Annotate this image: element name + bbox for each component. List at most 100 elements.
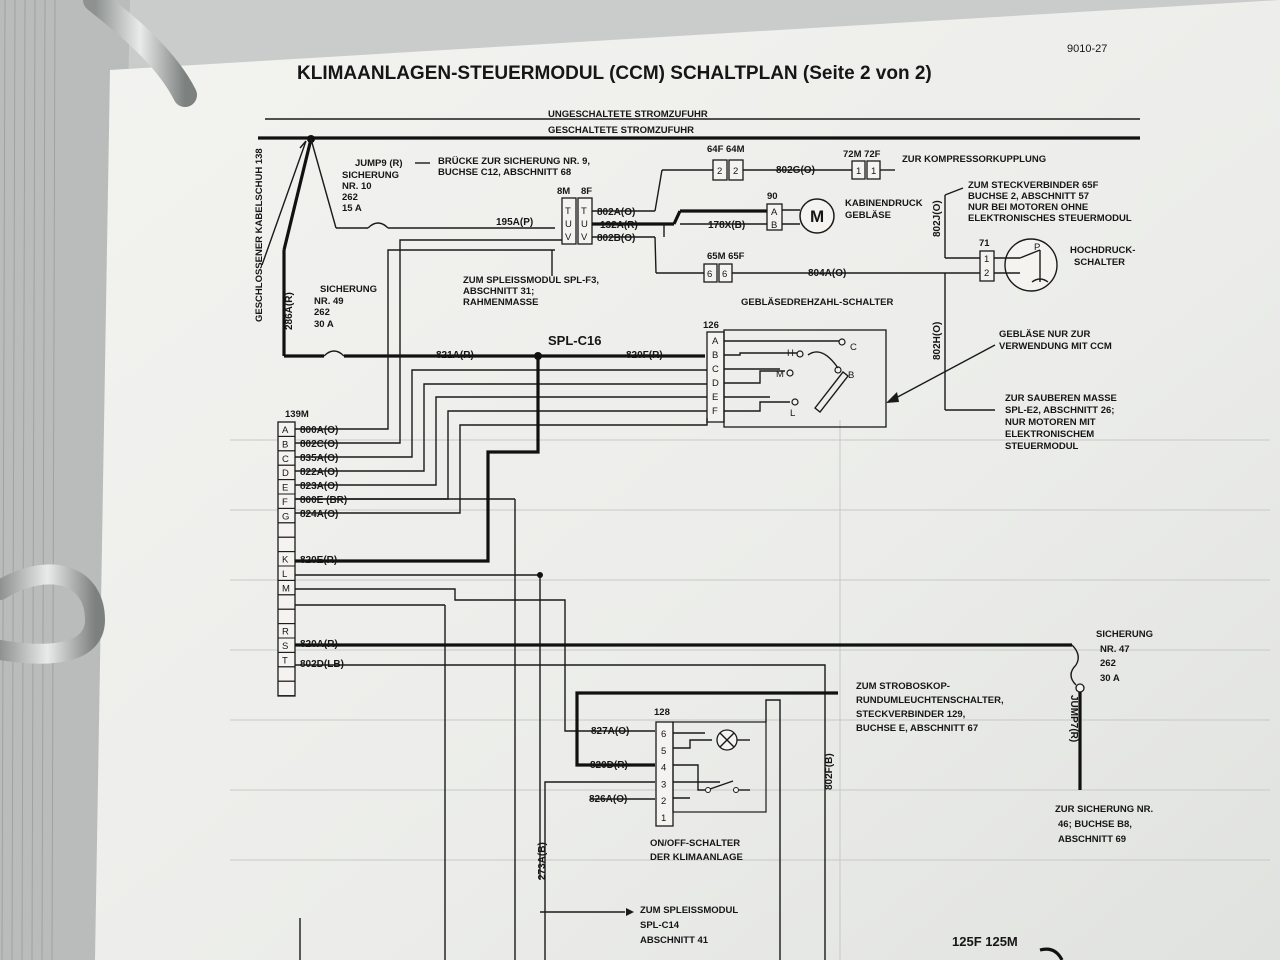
fuse49-line1: SICHERUNG xyxy=(320,284,377,295)
speed-contact-M: M xyxy=(776,369,784,380)
pin-65m: 6 xyxy=(707,269,712,280)
speed-pin-E: E xyxy=(712,392,718,403)
ac-switch-connector: 128 xyxy=(654,707,670,718)
pin-64f: 2 xyxy=(717,166,722,177)
wire-802C: 802C(O) xyxy=(300,439,338,450)
connector-8f-label: 8F xyxy=(581,186,592,197)
ground-note-line2: SPL-E2, ABSCHNITT 26; xyxy=(1005,405,1114,416)
ac-switch-pin: 6 xyxy=(661,729,666,740)
wire-824A: 824A(O) xyxy=(300,509,338,520)
ccm-pin-label: L xyxy=(282,569,287,580)
connector-72-label: 72M 72F xyxy=(843,149,881,160)
ccm-note-line3: NUR BEI MOTOREN OHNE xyxy=(968,202,1088,213)
fuse47-line2: NR. 47 xyxy=(1100,644,1130,655)
ccm-pin-label: T xyxy=(282,655,288,666)
binder-ring-top xyxy=(83,0,197,107)
pin-8m-V: V xyxy=(565,232,572,243)
pin-65f: 6 xyxy=(722,269,727,280)
ccm-connector-label: 139M xyxy=(285,409,309,420)
binder-ring-bottom xyxy=(0,564,106,664)
ccm-pin-label: R xyxy=(282,627,289,638)
ccm-pin-label: S xyxy=(282,641,288,652)
ac-switch-pin: 3 xyxy=(661,779,666,790)
wire-802B: 802B(O) xyxy=(597,233,635,244)
splice-f3-line3: RAHMENMASSE xyxy=(463,297,538,308)
ground-note-line5: STEUERMODUL xyxy=(1005,441,1079,452)
ac-switch-pin: 2 xyxy=(661,796,666,807)
connector-90: 90 A B xyxy=(766,191,783,231)
pin-72m: 1 xyxy=(856,166,861,177)
wire-820F: 820F(R) xyxy=(626,350,663,361)
connector-65: 65M 65F 6 6 xyxy=(703,251,745,283)
ground-note-line1: ZUR SAUBEREN MASSE xyxy=(1005,393,1117,404)
connector-90-label: 90 xyxy=(767,191,778,202)
speed-contact-L: L xyxy=(790,408,795,419)
splice-f3-line1: ZUM SPLEISSMODUL SPL-F3, xyxy=(463,275,599,286)
blower-ccm-note-line1: GEBLÄSE NUR ZUR xyxy=(999,329,1090,340)
blower-speed-switch: 126 A B C D E F H M L C B xyxy=(703,320,887,428)
wire-827A: 827A(O) xyxy=(591,726,629,737)
ac-switch-pin: 5 xyxy=(661,746,666,757)
jump7-note-line3: ABSCHNITT 69 xyxy=(1058,834,1126,845)
pin-90-A: A xyxy=(771,207,778,218)
pressure-switch-pin: P xyxy=(1034,242,1040,253)
fuse10-line5: 15 A xyxy=(342,203,362,214)
speed-switch-connector: 126 xyxy=(703,320,719,331)
wire-802J: 802J(O) xyxy=(932,200,943,237)
speed-pin-D: D xyxy=(712,378,719,389)
pin-8m-T: T xyxy=(565,206,571,217)
wire-273A: 273A(B) xyxy=(537,842,548,880)
strobe-note-line4: BUCHSE E, ABSCHNITT 67 xyxy=(856,723,978,734)
ground-note-line4: ELEKTRONISCHEM xyxy=(1005,429,1094,440)
jump7-note-line2: 46; BUCHSE B8, xyxy=(1058,819,1132,830)
fuse49-line4: 30 A xyxy=(314,319,334,330)
ccm-pin-label: A xyxy=(282,425,289,436)
fuse10-line4: 262 xyxy=(342,192,358,203)
ccm-note-line4: ELEKTRONISCHES STEUERMODUL xyxy=(968,213,1132,224)
wire-802F: 802F(B) xyxy=(824,753,835,790)
wire-820E: 820E(R) xyxy=(300,555,337,566)
wire-178X: 178X(B) xyxy=(708,220,745,231)
bus-switched-label: GESCHALTETE STROMZUFUHR xyxy=(548,125,694,136)
wire-822A: 822A(O) xyxy=(300,467,338,478)
pin-8f-U: U xyxy=(581,219,588,230)
speed-pin-A: A xyxy=(712,336,719,347)
wire-800A: 800A(O) xyxy=(300,425,338,436)
jump9-note-line1: BRÜCKE ZUR SICHERUNG NR. 9, xyxy=(438,156,590,167)
connector-64: 64F 64M 2 2 xyxy=(707,144,745,181)
speed-contact-H: H xyxy=(787,348,794,359)
splice-c14-line3: ABSCHNITT 41 xyxy=(640,935,709,946)
pin-64m: 2 xyxy=(733,166,738,177)
wire-823A: 823A(O) xyxy=(300,481,338,492)
pressure-switch-line1: HOCHDRUCK- xyxy=(1070,245,1135,256)
splice-c14-line1: ZUM SPLEISSMODUL xyxy=(640,905,738,916)
fuse10-line3: NR. 10 xyxy=(342,181,372,192)
connector-72: 72M 72F 1 1 xyxy=(843,149,881,180)
ccm-pin-label: G xyxy=(282,511,289,522)
pressure-switch-line2: SCHALTER xyxy=(1074,257,1125,268)
ac-switch-pin: 1 xyxy=(661,813,666,824)
pin-90-B: B xyxy=(771,220,777,231)
blower-motor-line1: KABINENDRUCK xyxy=(845,198,923,209)
pin-71-2: 2 xyxy=(984,268,989,279)
page-number: 9010-27 xyxy=(1067,43,1107,55)
speed-contact-C: C xyxy=(850,342,857,353)
bottom-connector-label: 125F 125M xyxy=(952,934,1018,949)
fuse47-line3: 262 xyxy=(1100,658,1116,669)
connector-8m-8f: 8M 8F T U V T U V xyxy=(557,186,593,245)
splice-c16-label: SPL-C16 xyxy=(548,333,601,348)
connector-64-label: 64F 64M xyxy=(707,144,745,155)
power-bus: UNGESCHALTETE STROMZUFUHR GESCHALTETE ST… xyxy=(258,109,1140,140)
jump9-note-line2: BUCHSE C12, ABSCHNITT 68 xyxy=(438,167,571,178)
speed-switch-title: GEBLÄSEDREHZAHL-SCHALTER xyxy=(741,297,893,308)
ccm-pin-label: M xyxy=(282,583,290,594)
strobe-note-line1: ZUM STROBOSKOP- xyxy=(856,681,950,692)
ac-switch-pin: 4 xyxy=(661,763,666,774)
pin-71-1: 1 xyxy=(984,254,989,265)
ccm-note-line1: ZUM STECKVERBINDER 65F xyxy=(968,180,1099,191)
splice-f3-line2: ABSCHNITT 31; xyxy=(463,286,534,297)
ccm-pin-label: D xyxy=(282,468,289,479)
wire-802D: 802D(LB) xyxy=(300,659,344,670)
ccm-pin-label: B xyxy=(282,439,288,450)
